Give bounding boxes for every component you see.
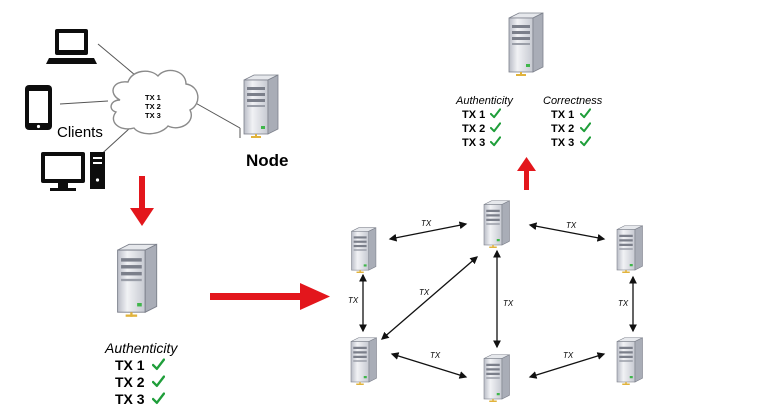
- edge-label: TX: [430, 351, 441, 360]
- validator-server-icon: [116, 243, 158, 317]
- flow-arrow-up: [517, 157, 536, 190]
- check-icon: [490, 122, 501, 133]
- cloud-tx-line: TX 3: [145, 111, 161, 120]
- network-node-left-bottom: [350, 337, 378, 385]
- edge-label: TX: [618, 299, 629, 308]
- phone-icon: [25, 85, 52, 130]
- network-node-top-center: [483, 200, 511, 248]
- clients-label: Clients: [57, 124, 103, 141]
- check-icon: [152, 358, 165, 371]
- validator-tx-item: TX 2: [115, 374, 145, 390]
- check-icon: [580, 122, 591, 133]
- edge-label: TX: [566, 221, 577, 230]
- check-icon: [490, 108, 501, 119]
- edge-label: TX: [348, 296, 359, 305]
- network-edge: [528, 222, 606, 242]
- result-server-icon: [508, 12, 544, 76]
- network-edge-labels: TX TX TX TX TX TX TX TX: [348, 219, 629, 360]
- result-tx-item: TX 2: [551, 123, 574, 135]
- validator-tx-list: TX 1 TX 2 TX 3: [115, 357, 165, 407]
- network-edge: [388, 221, 468, 242]
- network-edge: [528, 352, 606, 379]
- node-server-icon: [243, 74, 279, 138]
- result-correctness-column: Correctness TX 1 TX 2 TX 3: [543, 95, 603, 149]
- network-node-right-top: [616, 225, 644, 273]
- check-icon: [152, 375, 165, 388]
- cloud-icon: [110, 69, 199, 135]
- network-edges: [359, 221, 637, 379]
- result-heading: Correctness: [543, 95, 603, 107]
- result-heading: Authenticity: [455, 95, 514, 107]
- check-icon: [490, 136, 501, 147]
- network-edge: [390, 352, 468, 379]
- result-tx-item: TX 2: [462, 123, 485, 135]
- edge-label: TX: [563, 351, 574, 360]
- edge-label: TX: [503, 299, 514, 308]
- cloud-tx-list: TX 1 TX 2 TX 3: [145, 93, 161, 120]
- edge-label: TX: [421, 219, 432, 228]
- validator-heading: Authenticity: [104, 340, 178, 356]
- network-node-bottom-center: [483, 354, 511, 402]
- node-label: Node: [246, 151, 289, 170]
- cloud-tx-line: TX 2: [145, 102, 161, 111]
- check-icon: [152, 392, 165, 405]
- result-tx-item: TX 3: [462, 137, 485, 149]
- result-tx-item: TX 1: [462, 109, 485, 121]
- validator-tx-item: TX 1: [115, 357, 145, 373]
- network-edge: [381, 256, 478, 340]
- result-tx-item: TX 3: [551, 137, 574, 149]
- result-tx-item: TX 1: [551, 109, 574, 121]
- check-icon: [580, 108, 591, 119]
- cloud-tx-line: TX 1: [145, 93, 161, 102]
- network-node-right-bottom: [616, 337, 644, 385]
- desktop-icon: [41, 152, 105, 191]
- laptop-icon: [46, 29, 97, 64]
- flow-arrow-right: [210, 283, 330, 310]
- network-node-left-top: [350, 227, 377, 273]
- flow-arrow-down: [130, 176, 154, 226]
- validator-tx-item: TX 3: [115, 391, 145, 407]
- edge-label: TX: [419, 288, 430, 297]
- check-icon: [580, 136, 591, 147]
- result-authenticity-column: Authenticity TX 1 TX 2 TX 3: [455, 95, 514, 149]
